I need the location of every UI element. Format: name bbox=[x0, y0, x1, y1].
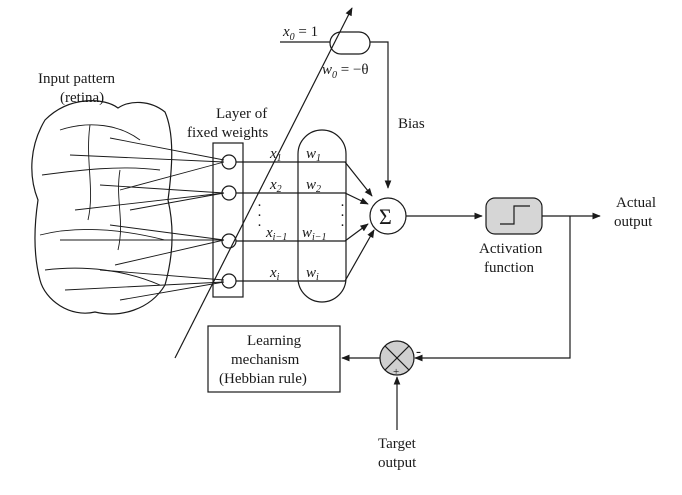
input-node-i bbox=[221, 273, 237, 289]
w0-equation: w0 = −θ bbox=[322, 62, 369, 81]
input-labels: x1 x2 xi−1 xi bbox=[265, 146, 287, 283]
svg-text:x2: x2 bbox=[269, 177, 282, 195]
learning-text: Learning bbox=[247, 333, 302, 349]
dot: · bbox=[257, 208, 262, 224]
svg-text:wi−1: wi−1 bbox=[302, 225, 327, 243]
svg-text:w2: w2 bbox=[306, 177, 321, 195]
weighted-connections bbox=[236, 161, 375, 282]
fixed-weights-text: fixed weights bbox=[187, 125, 268, 141]
bias-weight-box bbox=[329, 31, 371, 55]
mechanism-text: mechanism bbox=[231, 352, 300, 368]
w1-symbol: w bbox=[306, 146, 316, 162]
wi-symbol: w bbox=[306, 265, 316, 281]
wi-minus-1-subscript: i−1 bbox=[312, 232, 327, 243]
retina-rays bbox=[60, 137, 225, 301]
feedback-line bbox=[414, 216, 571, 362]
x0-subscript: 0 bbox=[290, 32, 295, 43]
dot: · bbox=[340, 208, 345, 224]
activation-text: Activation bbox=[479, 241, 543, 257]
target-output-text: output bbox=[378, 455, 417, 471]
x2-subscript: 2 bbox=[277, 184, 282, 195]
sum-symbol: Σ bbox=[379, 204, 392, 229]
learning-adjustment-arrow bbox=[174, 7, 353, 359]
dot: · bbox=[257, 198, 262, 214]
target-text: Target bbox=[378, 436, 417, 452]
actual-text: Actual bbox=[616, 195, 656, 211]
svg-text:x1: x1 bbox=[269, 146, 282, 164]
retina-text: (retina) bbox=[60, 90, 104, 106]
w1-subscript: 1 bbox=[316, 153, 321, 164]
actual-output-label: Actual output bbox=[614, 195, 656, 230]
comparator-plus-sign: + bbox=[393, 366, 399, 378]
layer-of-text: Layer of bbox=[216, 106, 267, 122]
input-nodes bbox=[221, 154, 237, 289]
w0-subscript: 0 bbox=[332, 70, 337, 81]
learning-mechanism-label: Learning mechanism (Hebbian rule) bbox=[219, 333, 307, 387]
input-pattern-text: Input pattern bbox=[38, 71, 116, 87]
x1-symbol: x bbox=[269, 146, 277, 162]
svg-text:xi−1: xi−1 bbox=[265, 225, 287, 243]
x2-symbol: x bbox=[269, 177, 277, 193]
target-output-label: Target output bbox=[378, 436, 417, 471]
w2-subscript: 2 bbox=[316, 184, 321, 195]
layer-label: Layer of fixed weights bbox=[187, 106, 268, 141]
activation-label: Activation function bbox=[479, 241, 543, 276]
bias-label: Bias bbox=[398, 116, 425, 132]
xi-subscript: i bbox=[277, 272, 280, 283]
svg-text:xi: xi bbox=[269, 265, 280, 283]
fixed-weights-layer-box bbox=[212, 142, 244, 298]
learning-mechanism-box bbox=[207, 325, 341, 393]
svg-text:w1: w1 bbox=[306, 146, 321, 164]
output-text: output bbox=[614, 214, 653, 230]
input-node-2 bbox=[221, 185, 237, 201]
dot: · bbox=[340, 218, 345, 234]
x1-subscript: 1 bbox=[277, 153, 282, 164]
dot: · bbox=[257, 218, 262, 234]
x0-equation: x0 = 1 bbox=[282, 24, 318, 43]
comparator-minus-sign: - bbox=[416, 344, 421, 360]
svg-text:w0 = −θ: w0 = −θ bbox=[322, 62, 369, 81]
hebbian-rule-text: (Hebbian rule) bbox=[219, 371, 307, 387]
x0-symbol: x bbox=[282, 24, 290, 40]
wi-minus-1-symbol: w bbox=[302, 225, 312, 241]
svg-text:x0 = 1: x0 = 1 bbox=[282, 24, 318, 43]
w2-symbol: w bbox=[306, 177, 316, 193]
svg-text:wi: wi bbox=[306, 265, 319, 283]
xi-minus-1-symbol: x bbox=[265, 225, 273, 241]
weights-box bbox=[297, 129, 347, 303]
wi-subscript: i bbox=[316, 272, 319, 283]
dot: · bbox=[340, 198, 345, 214]
function-text: function bbox=[484, 260, 534, 276]
w0-value: = −θ bbox=[337, 62, 369, 78]
w0-symbol: w bbox=[322, 62, 332, 78]
step-function-icon bbox=[500, 205, 530, 225]
input-node-1 bbox=[221, 154, 237, 170]
weight-labels: w1 w2 wi−1 wi bbox=[302, 146, 327, 283]
input-pattern-label: Input pattern (retina) bbox=[38, 71, 116, 106]
xi-symbol: x bbox=[269, 265, 277, 281]
bias-connection bbox=[370, 41, 392, 189]
x0-value: = 1 bbox=[295, 24, 318, 40]
xi-minus-1-subscript: i−1 bbox=[273, 232, 288, 243]
ellipsis-dots: · · · · · · bbox=[257, 198, 345, 234]
